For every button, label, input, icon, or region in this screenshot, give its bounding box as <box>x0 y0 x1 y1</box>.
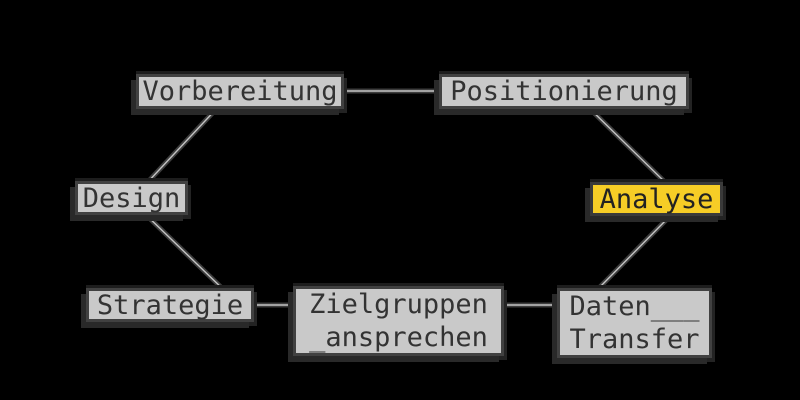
node-positionierung: Positionierung <box>439 74 689 109</box>
edge-positionierung-analyse <box>584 103 672 189</box>
node-analyse-highlighted: Analyse <box>590 182 723 216</box>
node-label: Strategie <box>96 289 244 321</box>
node-zielgruppen-ansprechen: Zielgruppen _ansprechen <box>293 286 504 356</box>
node-strategie: Strategie <box>86 288 254 322</box>
edge-design-strategie <box>141 210 228 294</box>
node-label: Design <box>82 182 181 214</box>
node-label-line2: _ansprechen <box>309 322 488 353</box>
edge-vorbereitung-design <box>143 103 222 187</box>
node-label: Analyse <box>599 183 714 215</box>
node-label: Vorbereitung <box>142 76 338 107</box>
node-label-line1: Daten___ <box>569 291 700 322</box>
node-design: Design <box>75 181 188 215</box>
node-label-line2: Transfer <box>569 324 700 355</box>
node-label-line1: Zielgruppen <box>309 289 488 320</box>
node-vorbereitung: Vorbereitung <box>136 74 344 109</box>
node-label: Positionierung <box>450 76 678 107</box>
edge-analyse-daten-transfer <box>593 211 675 294</box>
node-daten-transfer: Daten___ Transfer <box>557 288 712 358</box>
